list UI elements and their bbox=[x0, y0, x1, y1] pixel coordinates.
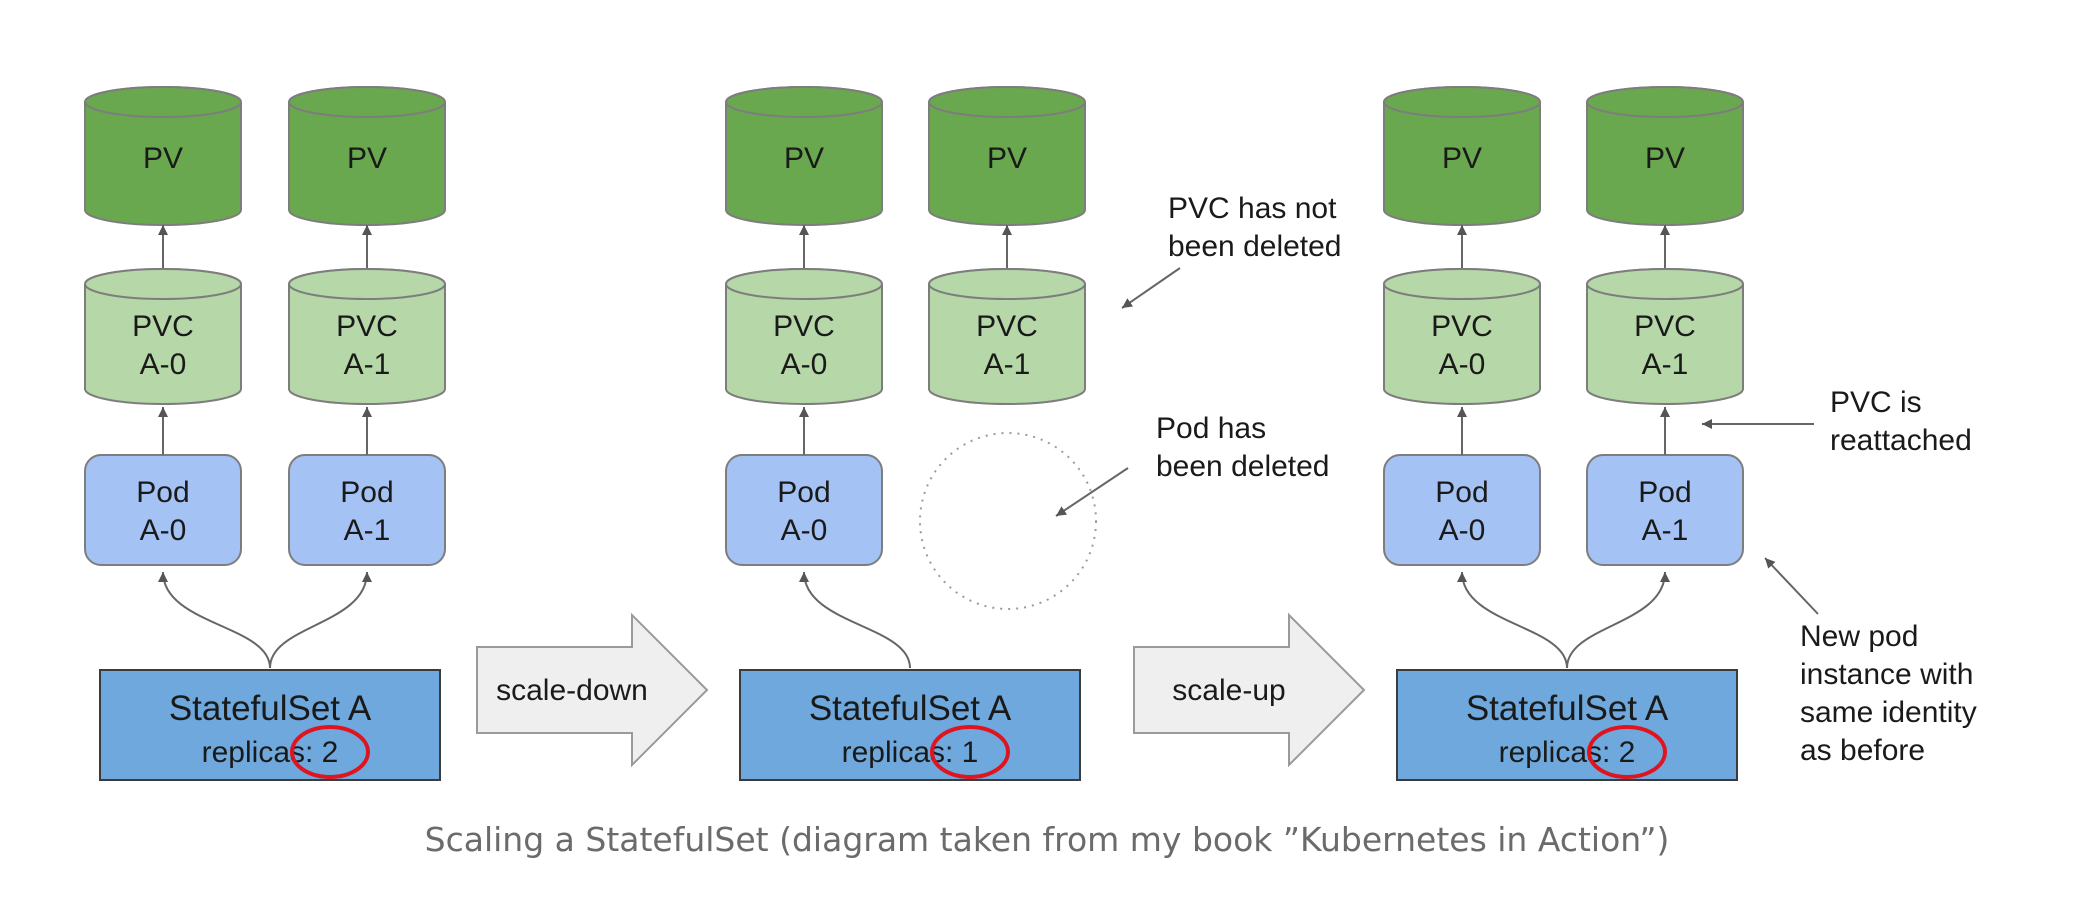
pv-cylinder bbox=[1586, 86, 1744, 226]
pv-label: PV bbox=[987, 142, 1027, 175]
pod-label: Pod bbox=[1435, 476, 1488, 509]
pod-box bbox=[1586, 454, 1744, 566]
replicas-highlight-circle bbox=[1587, 725, 1667, 779]
deleted-pod-placeholder bbox=[919, 432, 1097, 610]
pod-id-label: A-1 bbox=[344, 514, 391, 547]
statefulset-name: StatefulSet A bbox=[809, 689, 1012, 728]
annotation-pvc-reattached-line: PVC is bbox=[1830, 386, 1922, 419]
replicas-label: replicas: bbox=[202, 736, 322, 769]
annotation-new-pod-line: as before bbox=[1800, 734, 1925, 767]
pvc-label: PVC bbox=[1431, 310, 1493, 343]
statefulset-box bbox=[1396, 669, 1738, 781]
pod-id-label: A-1 bbox=[1642, 514, 1689, 547]
pod-label: Pod bbox=[136, 476, 189, 509]
pvc-id-label: A-1 bbox=[984, 348, 1031, 381]
pod-label: Pod bbox=[340, 476, 393, 509]
annotation-pvc-not-deleted-line: PVC has not bbox=[1168, 192, 1337, 225]
pv-cylinder bbox=[288, 86, 446, 226]
pod-label: Pod bbox=[777, 476, 830, 509]
annotation-pvc-reattached-line: reattached bbox=[1830, 424, 1972, 457]
pv-cylinder bbox=[928, 86, 1086, 226]
annotation-pod-deleted-line: been deleted bbox=[1156, 450, 1330, 483]
annotation-new-pod: New pod instance with same identity as befo… bbox=[1800, 620, 1977, 767]
transition-scale-up-arrow: scale-up bbox=[1133, 612, 1366, 768]
replicas-label: replicas: bbox=[842, 736, 962, 769]
replicas-label: replicas: bbox=[1499, 736, 1619, 769]
replicas-value: 1 bbox=[962, 736, 979, 769]
statefulset-replicas: replicas: 2 bbox=[202, 736, 339, 769]
pvc-cylinder bbox=[725, 268, 883, 405]
pod-id-label: A-0 bbox=[781, 514, 828, 547]
pvc-id-label: A-0 bbox=[781, 348, 828, 381]
statefulset-replicas: replicas: 2 bbox=[1499, 736, 1636, 769]
pv-label: PV bbox=[1442, 142, 1482, 175]
pvc-id-label: A-1 bbox=[344, 348, 391, 381]
annotation-pod-deleted-line: Pod has bbox=[1156, 412, 1266, 445]
pod-box bbox=[84, 454, 242, 566]
pv-label: PV bbox=[347, 142, 387, 175]
pvc-label: PVC bbox=[336, 310, 398, 343]
statefulset-to-pod-arrow bbox=[799, 571, 911, 669]
pv-cylinder bbox=[725, 86, 883, 226]
annotation-pvc-reattached: PVC is reattached bbox=[1830, 386, 1972, 457]
statefulset-name: StatefulSet A bbox=[1466, 689, 1669, 728]
pv-label: PV bbox=[1645, 142, 1685, 175]
statefulset-box bbox=[99, 669, 441, 781]
transition-label: scale-up bbox=[1172, 674, 1285, 707]
pv-label: PV bbox=[143, 142, 183, 175]
annotation-pvc-not-deleted: PVC has not been deleted bbox=[1168, 192, 1342, 263]
figure-caption: Scaling a StatefulSet (diagram taken fro… bbox=[424, 820, 1670, 859]
replicas-value: 2 bbox=[322, 736, 339, 769]
statefulset-to-pod-arrow bbox=[1457, 571, 1568, 669]
transition-scale-down-arrow: scale-down bbox=[476, 612, 709, 768]
replicas-highlight-circle bbox=[290, 725, 370, 779]
statefulset-to-pod-arrow bbox=[158, 571, 271, 669]
statefulset-to-pod-arrow bbox=[1566, 571, 1670, 669]
pvc-label: PVC bbox=[132, 310, 194, 343]
statefulset-box bbox=[739, 669, 1081, 781]
statefulset-replicas: replicas: 1 bbox=[842, 736, 979, 769]
pvc-cylinder bbox=[1383, 268, 1541, 405]
pvc-label: PVC bbox=[1634, 310, 1696, 343]
pvc-id-label: A-0 bbox=[1439, 348, 1486, 381]
annotation-new-pod-line: same identity bbox=[1800, 696, 1977, 729]
annotation-pvc-not-deleted-line: been deleted bbox=[1168, 230, 1342, 263]
annotation-pod-pointer bbox=[1055, 467, 1129, 517]
pv-cylinder bbox=[84, 86, 242, 226]
annotation-new-pod-pointer bbox=[1764, 557, 1819, 615]
annotation-pvc-pointer bbox=[1121, 267, 1181, 309]
pv-cylinder bbox=[1383, 86, 1541, 226]
annotation-pod-deleted: Pod has been deleted bbox=[1156, 412, 1330, 483]
pod-id-label: A-0 bbox=[140, 514, 187, 547]
statefulset-to-pod-arrow bbox=[269, 571, 372, 669]
pvc-cylinder bbox=[288, 268, 446, 405]
pod-label: Pod bbox=[1638, 476, 1691, 509]
pod-box bbox=[725, 454, 883, 566]
pod-id-label: A-0 bbox=[1439, 514, 1486, 547]
pvc-id-label: A-1 bbox=[1642, 348, 1689, 381]
pod-box bbox=[288, 454, 446, 566]
pvc-cylinder bbox=[1586, 268, 1744, 405]
pvc-cylinder bbox=[928, 268, 1086, 405]
pod-box bbox=[1383, 454, 1541, 566]
statefulset-name: StatefulSet A bbox=[169, 689, 372, 728]
annotation-new-pod-line: New pod bbox=[1800, 620, 1918, 653]
pv-label: PV bbox=[784, 142, 824, 175]
transition-label: scale-down bbox=[496, 674, 648, 707]
annotation-new-pod-line: instance with bbox=[1800, 658, 1973, 691]
replicas-value: 2 bbox=[1619, 736, 1636, 769]
pvc-cylinder bbox=[84, 268, 242, 405]
pvc-label: PVC bbox=[773, 310, 835, 343]
replicas-highlight-circle bbox=[930, 725, 1010, 779]
pvc-label: PVC bbox=[976, 310, 1038, 343]
pvc-id-label: A-0 bbox=[140, 348, 187, 381]
